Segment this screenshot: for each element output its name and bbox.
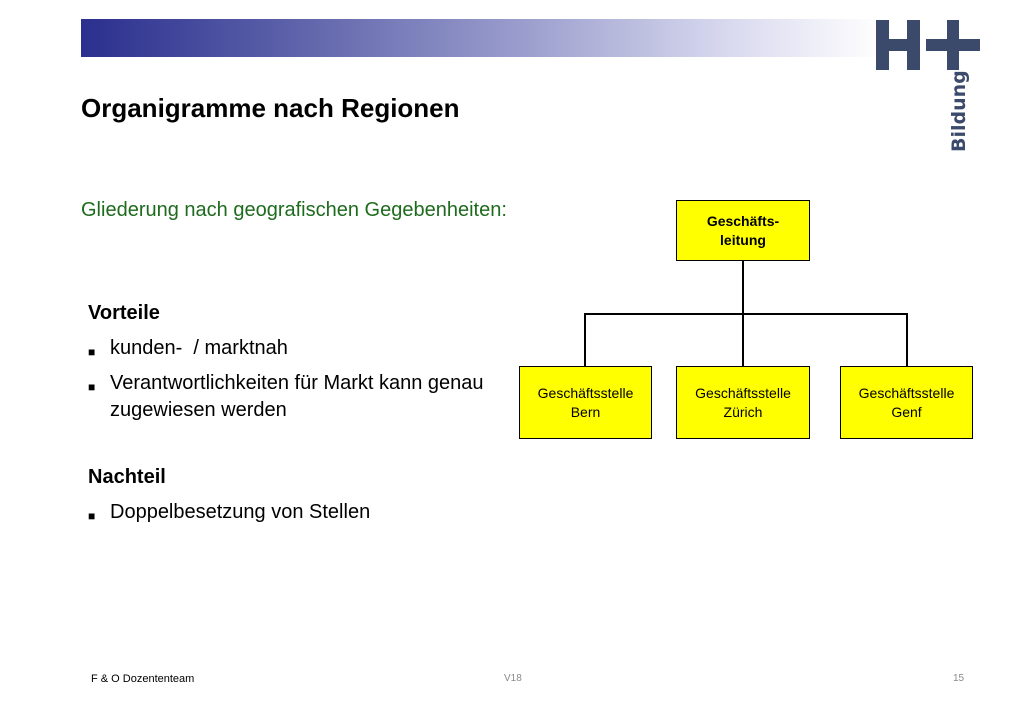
connector-line (906, 313, 908, 367)
bullet-square-icon: ■ (88, 345, 96, 359)
advantages-heading: Vorteile (88, 302, 160, 324)
disadvantage-text: Doppelbesetzung von Stellen (110, 501, 371, 523)
disadvantages-heading: Nachteil (88, 466, 166, 488)
subtitle: Gliederung nach geografischen Gegebenhei… (81, 199, 507, 221)
page-title: Organigramme nach Regionen (81, 93, 460, 123)
connector-line (584, 313, 586, 367)
advantage-item: ■ Verantwortlichkeiten für Markt kann ge… (88, 370, 488, 424)
footer-page-number: 15 (953, 673, 965, 684)
connector-line (584, 313, 908, 315)
disadvantage-item: ■ Doppelbesetzung von Stellen (88, 499, 508, 530)
hplus-bildung-logo: Bildung (876, 18, 982, 158)
advantage-text: kunden- / marktnah (110, 337, 288, 359)
footer-team: F & O Dozententeam (91, 673, 195, 685)
header-gradient-bar (81, 19, 881, 57)
bullet-square-icon: ■ (88, 509, 96, 523)
footer-version: V18 (504, 673, 522, 684)
svg-text:Bildung: Bildung (948, 70, 970, 152)
advantage-text: Verantwortlichkeiten für Markt kann gena… (110, 372, 484, 421)
org-box-management: Geschäfts-leitung (676, 200, 810, 261)
advantage-item: ■ kunden- / marktnah (88, 335, 508, 366)
bullet-square-icon: ■ (88, 380, 96, 394)
